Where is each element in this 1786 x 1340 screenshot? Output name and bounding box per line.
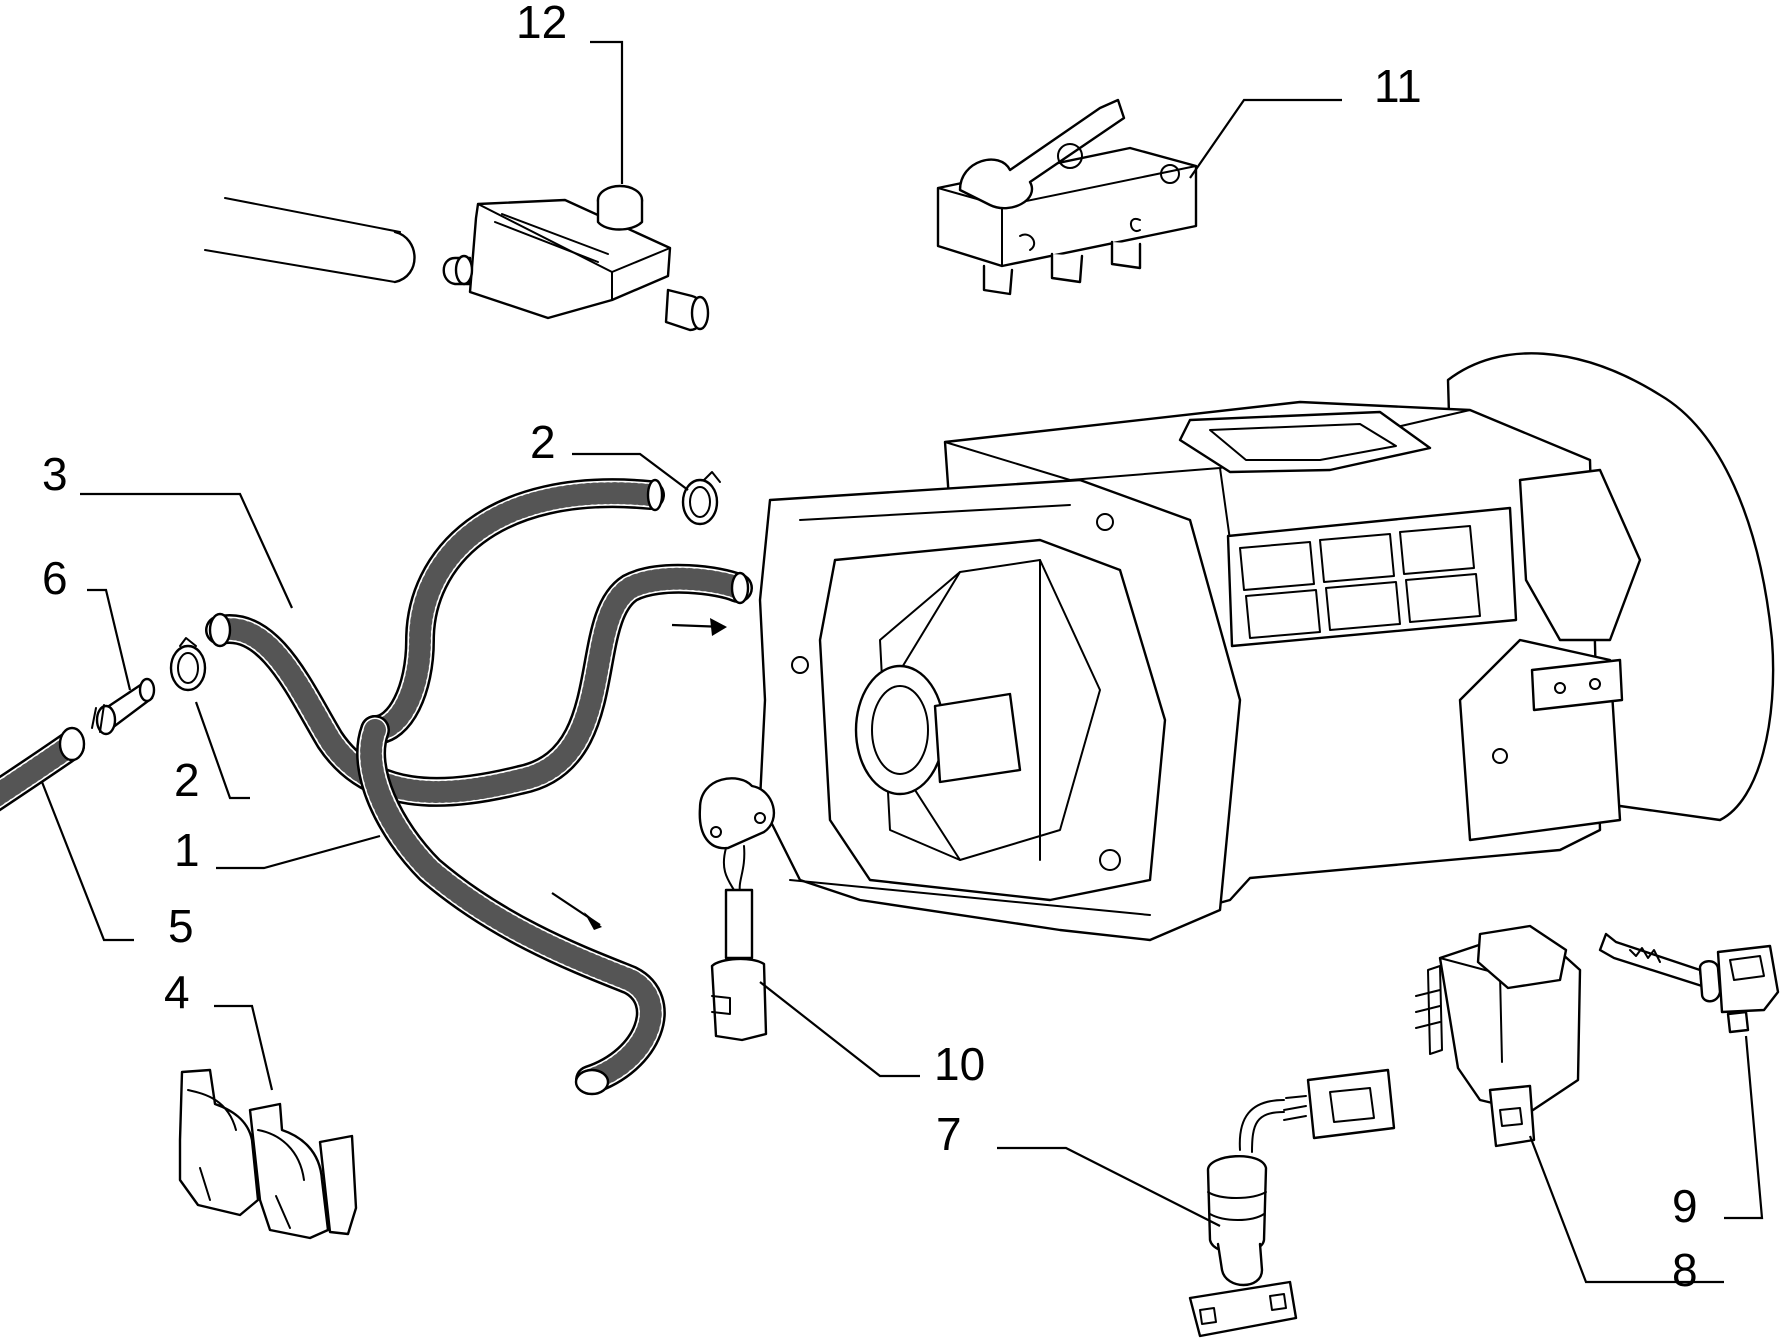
part-9-sensor [1598,932,1780,1034]
callout-labels: 12 11 2 3 6 2 1 5 4 10 7 9 8 [42,0,1698,1296]
part-10-sensor [698,777,775,1042]
part-6-connector [91,677,156,736]
callout-5: 5 [168,900,194,952]
callout-6: 6 [42,552,68,604]
callout-9: 9 [1672,1180,1698,1232]
callout-4: 4 [164,966,190,1018]
part-4-bracket [178,1068,358,1240]
callout-11: 11 [1374,60,1422,112]
callout-10: 10 [934,1038,985,1090]
callout-8: 8 [1672,1244,1698,1296]
part-2-clamp-upper [681,471,721,526]
part-11-microswitch [936,98,1198,296]
heater-unit [758,352,1775,942]
part-2-clamp-lower [169,637,207,692]
part-12-valve [204,184,710,332]
leader-lines [40,40,1764,1284]
part-7-actuator [1188,1068,1396,1338]
hose-set [0,478,753,1096]
callout-7: 7 [936,1108,962,1160]
callout-2-lower: 2 [174,754,200,806]
flow-arrows [551,618,727,930]
callout-12: 12 [516,0,567,48]
callout-2-upper: 2 [530,416,556,468]
callout-1: 1 [174,824,200,876]
part-8-switch [1415,924,1582,1148]
callout-3: 3 [42,448,68,500]
